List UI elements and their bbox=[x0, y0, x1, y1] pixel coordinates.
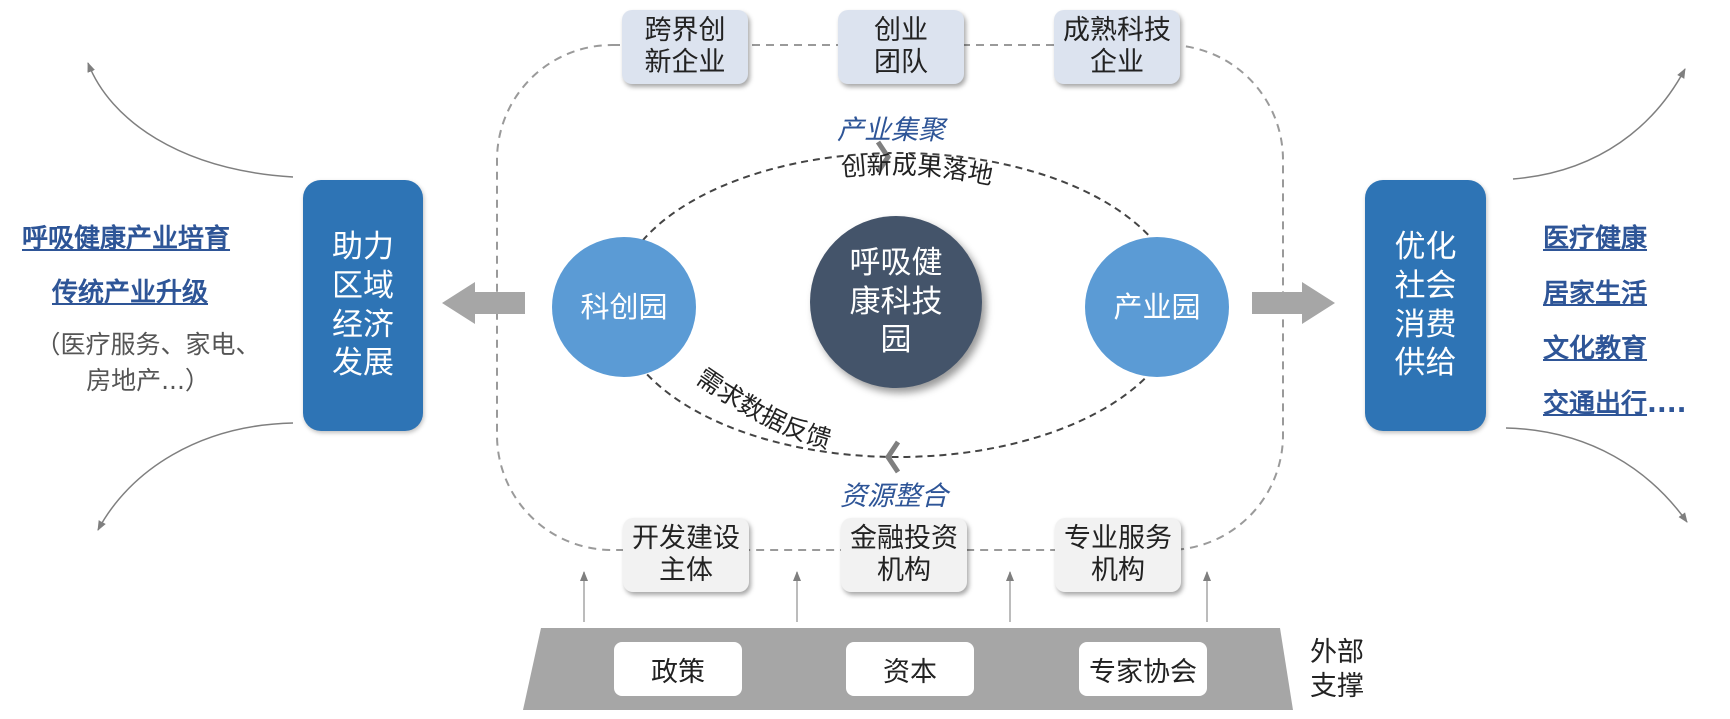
arrow-left-icon bbox=[442, 282, 525, 324]
chevron-left-icon bbox=[884, 440, 901, 474]
link-transport-travel-text[interactable]: 交通出行 bbox=[1543, 389, 1648, 419]
left-outcome-box: 助力 区域 经济 发展 bbox=[303, 180, 423, 431]
link-medical-health[interactable]: 医疗健康 bbox=[1543, 218, 1647, 255]
entity-box-developer: 开发建设 主体 bbox=[623, 518, 749, 592]
link-home-living-text[interactable]: 居家生活 bbox=[1543, 279, 1648, 309]
chevron-right-icon bbox=[875, 140, 892, 174]
flow-label-industry-cluster: 产业集聚 bbox=[837, 115, 945, 146]
curved-arrow-down-right-icon bbox=[1505, 427, 1688, 523]
curved-arrow-down-left-icon bbox=[97, 422, 294, 531]
link-culture-education-text[interactable]: 文化教育 bbox=[1543, 334, 1648, 364]
entity-box-financial-investment: 金融投资 机构 bbox=[841, 518, 967, 592]
link-medical-health-text[interactable]: 医疗健康 bbox=[1543, 224, 1648, 254]
link-home-living[interactable]: 居家生活 bbox=[1543, 273, 1647, 310]
circle-innovation-park: 科创园 bbox=[552, 237, 696, 377]
support-item-capital: 资本 bbox=[846, 642, 974, 696]
entity-box-startup-team: 创业 团队 bbox=[838, 10, 964, 84]
link-respiratory-industry-cultivation[interactable]: 呼吸健康产业培育 bbox=[22, 224, 231, 254]
entity-box-crossover-enterprise: 跨界创 新企业 bbox=[622, 10, 748, 84]
circle-industrial-park: 产业园 bbox=[1085, 237, 1229, 377]
external-support-label: 外部 支撑 bbox=[1310, 637, 1364, 702]
support-item-policy: 政策 bbox=[614, 642, 742, 696]
lower-arc-label: 需求数据反馈 bbox=[691, 363, 834, 455]
ellipsis-suffix: .... bbox=[1647, 389, 1687, 419]
link-transport-travel[interactable]: 交通出行.... bbox=[1543, 383, 1687, 420]
left-note-text: （医疗服务、家电、 房地产...） bbox=[35, 330, 261, 396]
upper-arc-label: 创新成果落地 bbox=[840, 151, 995, 191]
curved-arrow-up-right-icon bbox=[1512, 68, 1686, 180]
link-traditional-industry-upgrade[interactable]: 传统产业升级 bbox=[52, 278, 209, 308]
link-culture-education[interactable]: 文化教育 bbox=[1543, 328, 1647, 365]
right-outcome-box: 优化 社会 消费 供给 bbox=[1365, 180, 1486, 431]
arrow-right-icon bbox=[1252, 282, 1335, 324]
curved-arrow-up-left-icon bbox=[87, 62, 294, 178]
flow-label-resource-integration: 资源整合 bbox=[840, 481, 948, 512]
entity-box-professional-services: 专业服务 机构 bbox=[1055, 518, 1181, 592]
support-item-expert-association: 专家协会 bbox=[1079, 642, 1207, 696]
circle-respiratory-health-tech-park: 呼吸健 康科技 园 bbox=[810, 216, 982, 388]
entity-box-mature-tech-enterprise: 成熟科技 企业 bbox=[1054, 10, 1180, 84]
